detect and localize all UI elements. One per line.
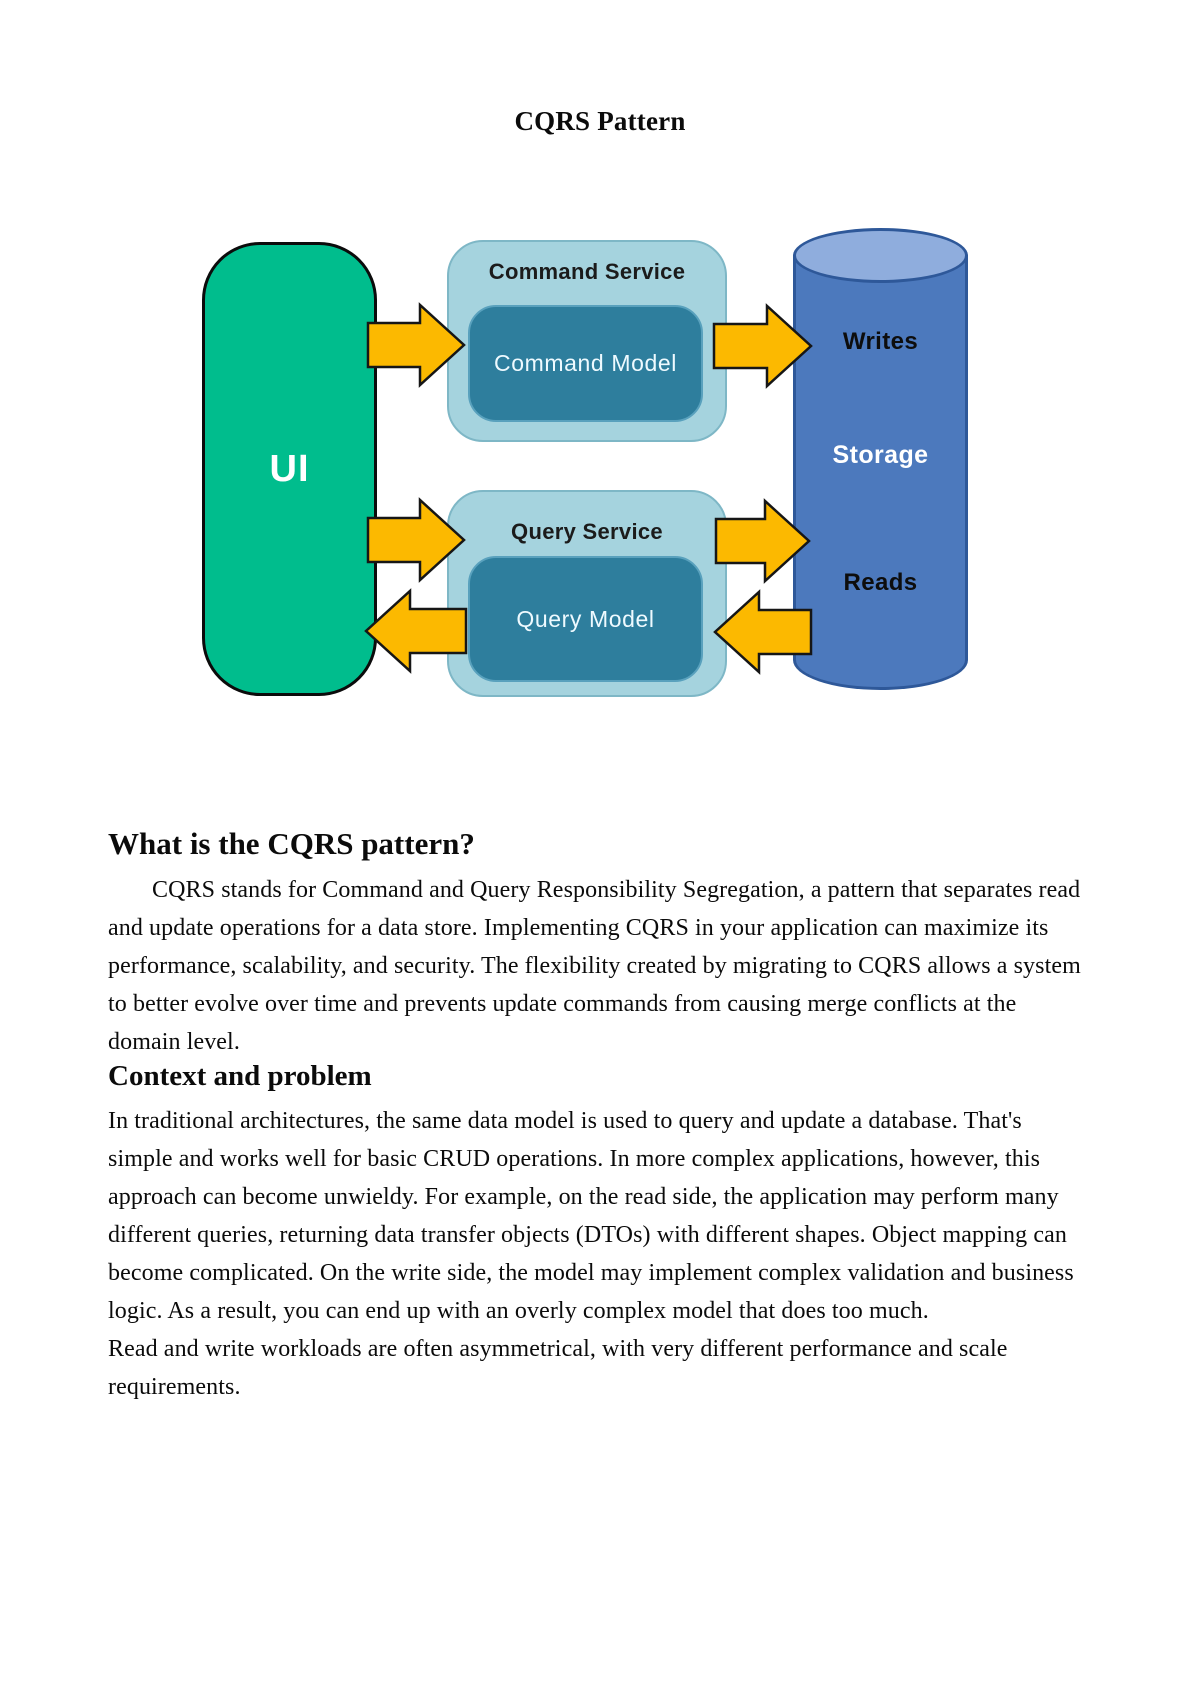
query-service-label: Query Service	[511, 519, 663, 544]
command-model-label: Command Model	[494, 350, 677, 376]
section-heading-what-is-cqrs: What is the CQRS pattern?	[108, 826, 475, 861]
paragraph-read-write-workloads: Read and write workloads are often asymm…	[108, 1336, 1008, 1400]
query-model-label: Query Model	[516, 605, 655, 632]
command-model-box: Command Model	[468, 305, 703, 422]
storage-writes-label: Writes	[842, 328, 919, 355]
storage-cylinder-top-ellipse	[793, 228, 968, 283]
cqrs-diagram: UI Command Service Command Model Query S…	[0, 0, 1200, 720]
storage-reads-label: Reads	[843, 569, 918, 596]
ui-box-label: UI	[269, 447, 310, 490]
section-heading-context-and-problem: Context and problem	[108, 1060, 372, 1092]
page-title: CQRS Pattern	[514, 106, 686, 136]
storage-label: Storage	[832, 441, 929, 469]
query-model-box: Query Model	[468, 556, 703, 682]
paragraph-traditional-architectures: In traditional architectures, the same d…	[108, 1108, 1074, 1324]
storage-cylinder-body	[793, 255, 968, 690]
paragraph-cqrs-definition: CQRS stands for Command and Query Respon…	[108, 877, 1081, 1055]
command-service-label: Command Service	[488, 259, 686, 284]
paragraph-group-context: In traditional architectures, the same d…	[108, 1102, 1092, 1406]
ui-box: UI	[202, 242, 377, 696]
